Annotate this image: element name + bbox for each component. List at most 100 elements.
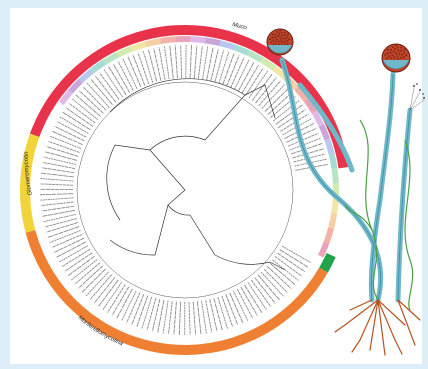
spore-dot (272, 33, 274, 35)
spore-dot (278, 40, 280, 42)
spore-dot (392, 46, 394, 48)
leaf-label (86, 272, 109, 296)
spore-dot (386, 58, 388, 60)
leaf-labels (40, 45, 328, 335)
spore-dot (276, 31, 278, 33)
spore-dot (387, 49, 389, 51)
spore-dot (397, 47, 399, 49)
leaf-label (71, 260, 97, 280)
leaf-label (83, 87, 106, 110)
spore-dot (281, 32, 283, 34)
leaf-label (227, 55, 239, 86)
leaf-label (82, 269, 105, 292)
tree-branches (77, 79, 293, 298)
leaf-label (264, 269, 287, 292)
leaf-label (259, 81, 281, 106)
leaf-label (48, 141, 79, 152)
spore-dot (277, 35, 279, 37)
leaf-label (41, 202, 74, 206)
spore-dot (275, 34, 277, 36)
subclade-segment (190, 36, 205, 43)
leaf-label (273, 260, 299, 281)
leaf-label (163, 301, 168, 334)
leaf-label (179, 302, 180, 335)
spore-dot (391, 54, 393, 56)
leaf-label (42, 168, 75, 173)
leaf-label (175, 45, 177, 78)
leaf-label (132, 294, 144, 325)
leaf-label (78, 266, 102, 288)
leaf-label (42, 206, 75, 211)
spore-dot (397, 58, 399, 60)
spore-dot (400, 57, 402, 59)
spore-dot (288, 38, 290, 40)
leaf-label (270, 263, 295, 285)
clade-label-mucoromycotina: Muco (232, 22, 248, 32)
leaf-label (142, 297, 152, 329)
spore-dot (384, 54, 386, 56)
clade-band-mortierellomycotina (26, 230, 328, 355)
leaf-label (143, 51, 153, 83)
leaf-label (203, 47, 208, 80)
spore-dot (271, 41, 273, 43)
spore-dot (390, 57, 392, 59)
spore-dot (276, 39, 278, 41)
subclade-segment (175, 36, 190, 42)
clade-color-ring (20, 25, 348, 355)
spore-dot (279, 30, 281, 32)
spore-dot (397, 50, 399, 52)
spore-dot (281, 41, 283, 43)
spore-dot (274, 36, 276, 38)
leaf-label (50, 231, 81, 243)
spore-dot (280, 39, 282, 41)
spore-dot (284, 34, 286, 36)
spore-dot (405, 54, 407, 56)
spore-dot (278, 33, 280, 35)
spore-dot (272, 39, 274, 41)
spore-dot (395, 45, 397, 47)
subclade-segment (328, 213, 337, 229)
leaf-label (72, 99, 98, 120)
spore-dot (403, 51, 405, 53)
leaf-label (95, 76, 115, 102)
leaf-label (218, 297, 228, 329)
leaf-label (147, 298, 156, 330)
leaf-label (226, 294, 238, 325)
leaf-label (268, 92, 292, 114)
leaf-label (91, 80, 112, 105)
spore-dot (287, 33, 289, 35)
leaf-label (190, 45, 191, 78)
leaf-label (164, 46, 169, 79)
leaf-label (214, 298, 222, 330)
leaf-label (261, 272, 283, 296)
leaf-label (262, 85, 285, 109)
leaf-label (40, 194, 73, 195)
spore-dot (284, 32, 286, 34)
leaf-label (252, 74, 272, 100)
spore-dot (394, 57, 396, 59)
spore-dot (269, 38, 271, 40)
spore-dot (286, 40, 288, 42)
spore-dot (400, 47, 402, 49)
subclade-segment (160, 36, 176, 44)
leaf-label (50, 136, 81, 148)
leaf-label (46, 223, 78, 233)
subclade-segment (205, 37, 221, 46)
leaf-label (222, 296, 233, 327)
subclade-segment (331, 168, 338, 184)
spore-dot (388, 55, 390, 57)
spore-dot (401, 54, 403, 56)
spore-dot (403, 56, 405, 58)
leaf-label (79, 91, 103, 114)
leaf-label (258, 275, 280, 300)
leaf-label (90, 275, 112, 300)
spore-dot (279, 37, 281, 39)
leaf-label (194, 45, 197, 78)
leaf-label (215, 50, 224, 82)
leaf-label (256, 77, 277, 103)
spore-dot (404, 49, 406, 51)
leaf-label (75, 263, 100, 284)
spore-dot (285, 38, 287, 40)
leaf-label (40, 198, 73, 200)
